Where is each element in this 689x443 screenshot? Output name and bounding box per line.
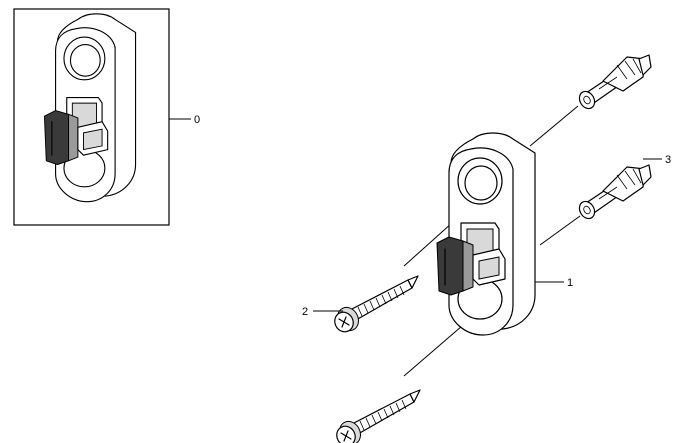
detail-bracket-illustration: [43, 13, 137, 203]
wall-plug-upper: [575, 54, 652, 112]
callout-2: 2: [302, 306, 308, 318]
screw-lower: [332, 389, 421, 443]
callout-3: 3: [665, 154, 671, 166]
wall-plug-lower: [575, 164, 652, 222]
detail-view-group: 0: [13, 8, 200, 226]
callout-0: 0: [194, 114, 200, 126]
callout-1: 1: [567, 277, 573, 289]
screw-upper: [330, 275, 419, 336]
bracket-illustration: [436, 132, 536, 336]
